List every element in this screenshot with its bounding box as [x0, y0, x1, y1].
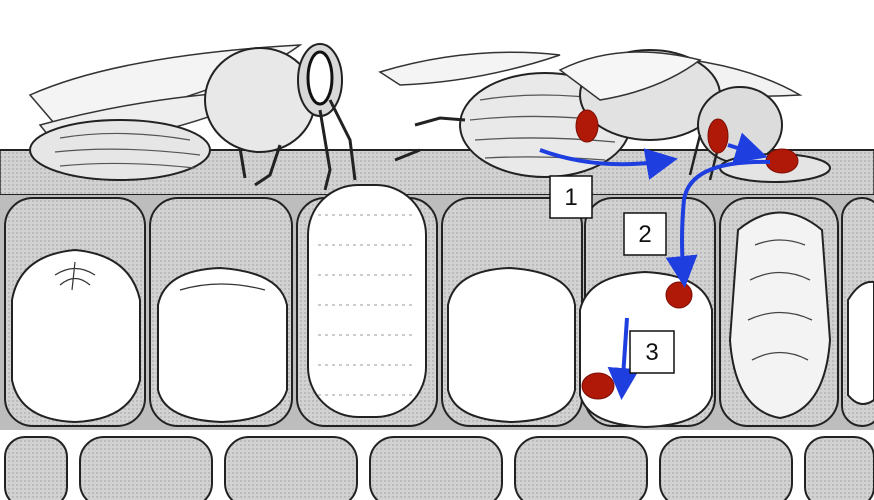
brood-cell-2 [150, 198, 292, 426]
svg-text:1: 1 [564, 184, 577, 211]
svg-text:3: 3 [645, 339, 658, 366]
brood-cell-6-bee-pupa [720, 198, 838, 426]
brood-cell-3-pupa [297, 185, 437, 426]
mite-on-head [766, 149, 798, 173]
mite-at-cell-rim [666, 282, 692, 308]
lower-cell-row [0, 430, 874, 500]
step-label-1: 1 [550, 176, 592, 218]
svg-text:2: 2 [638, 221, 651, 248]
brood-cell-4 [442, 198, 582, 426]
brood-cell-7-partial [842, 198, 874, 426]
step-label-3: 3 [630, 331, 674, 373]
step-label-2: 2 [624, 213, 666, 255]
mite-on-thorax [708, 119, 728, 153]
brood-cell-1 [5, 198, 145, 426]
mite-in-cell [582, 373, 614, 399]
mite-on-abdomen [576, 110, 598, 142]
